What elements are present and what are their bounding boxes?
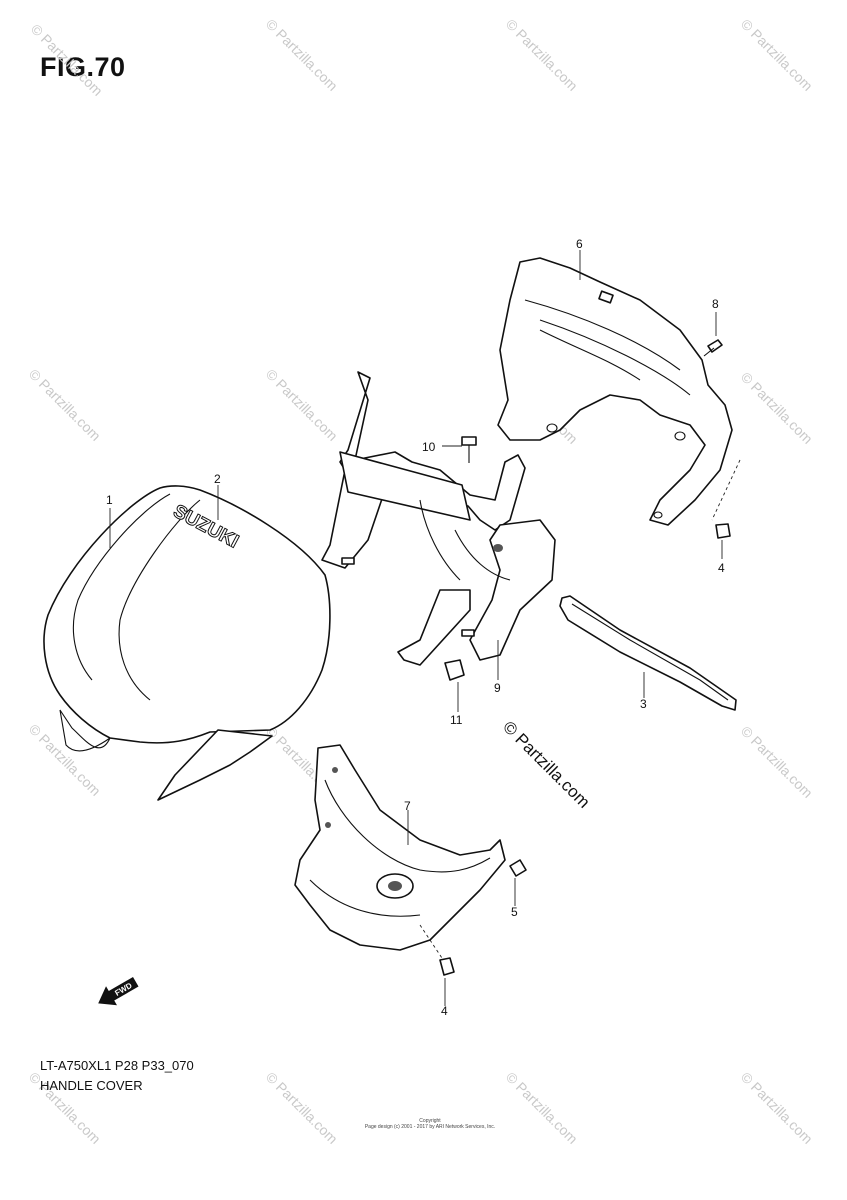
part-screw-8[interactable] bbox=[703, 339, 723, 357]
callout-10: 10 bbox=[422, 440, 436, 454]
part-bolt-10[interactable] bbox=[461, 436, 477, 463]
figure-title: FIG.70 bbox=[40, 52, 126, 82]
watermark: © Partzilla.com bbox=[503, 1069, 581, 1147]
watermark: © Partzilla.com bbox=[26, 366, 104, 444]
callout-3: 3 bbox=[640, 697, 647, 711]
copyright-notice: Copyright Page design (c) 2001 - 2017 by… bbox=[360, 1118, 500, 1130]
watermark-main: © Partzilla.com bbox=[499, 717, 593, 811]
model-code: LT-A750XL1 P28 P33_070 bbox=[40, 1058, 194, 1073]
part-lower-cover[interactable] bbox=[294, 744, 506, 951]
part-handle-cover[interactable]: SUZUKI bbox=[43, 485, 331, 801]
callout-4-lower: 4 bbox=[441, 1004, 448, 1018]
copyright-line1: Copyright bbox=[419, 1118, 441, 1124]
section-name: HANDLE COVER bbox=[40, 1078, 143, 1093]
part-clip-4-upper[interactable] bbox=[715, 523, 731, 539]
callout-numbers: 1 2 3 4 4 5 6 7 8 9 10 11 bbox=[106, 237, 725, 1018]
part-clip-4-lower[interactable] bbox=[439, 957, 455, 976]
part-nut-11[interactable] bbox=[444, 659, 465, 681]
watermark: © Partzilla.com bbox=[263, 1069, 341, 1147]
part-trim-strip[interactable] bbox=[559, 595, 737, 711]
watermark: © Partzilla.com bbox=[26, 721, 104, 799]
callout-9: 9 bbox=[494, 681, 501, 695]
watermark: © Partzilla.com bbox=[738, 1069, 816, 1147]
watermark: © Partzilla.com bbox=[263, 366, 341, 444]
callout-8: 8 bbox=[712, 297, 719, 311]
callout-6: 6 bbox=[576, 237, 583, 251]
callout-1: 1 bbox=[106, 493, 113, 507]
watermark: © Partzilla.com bbox=[263, 16, 341, 94]
part-rear-cover[interactable] bbox=[497, 257, 733, 526]
watermark: © Partzilla.com bbox=[738, 369, 816, 447]
watermark: © Partzilla.com bbox=[738, 723, 816, 801]
part-bracket[interactable] bbox=[321, 371, 556, 666]
callout-4-upper: 4 bbox=[718, 561, 725, 575]
callout-5: 5 bbox=[511, 905, 518, 919]
callout-11: 11 bbox=[450, 713, 463, 727]
watermark: © Partzilla.com bbox=[28, 21, 106, 99]
watermark: © Partzilla.com bbox=[503, 16, 581, 94]
leader-lines bbox=[109, 250, 741, 1006]
part-screw-5[interactable] bbox=[509, 859, 527, 877]
callout-2: 2 bbox=[214, 472, 221, 486]
fwd-arrow-icon: FWD bbox=[98, 976, 139, 1006]
watermark: © Partzilla.com bbox=[738, 16, 816, 94]
copyright-line2: Page design (c) 2001 - 2017 by ARI Netwo… bbox=[364, 1124, 496, 1130]
callout-7: 7 bbox=[404, 799, 411, 813]
